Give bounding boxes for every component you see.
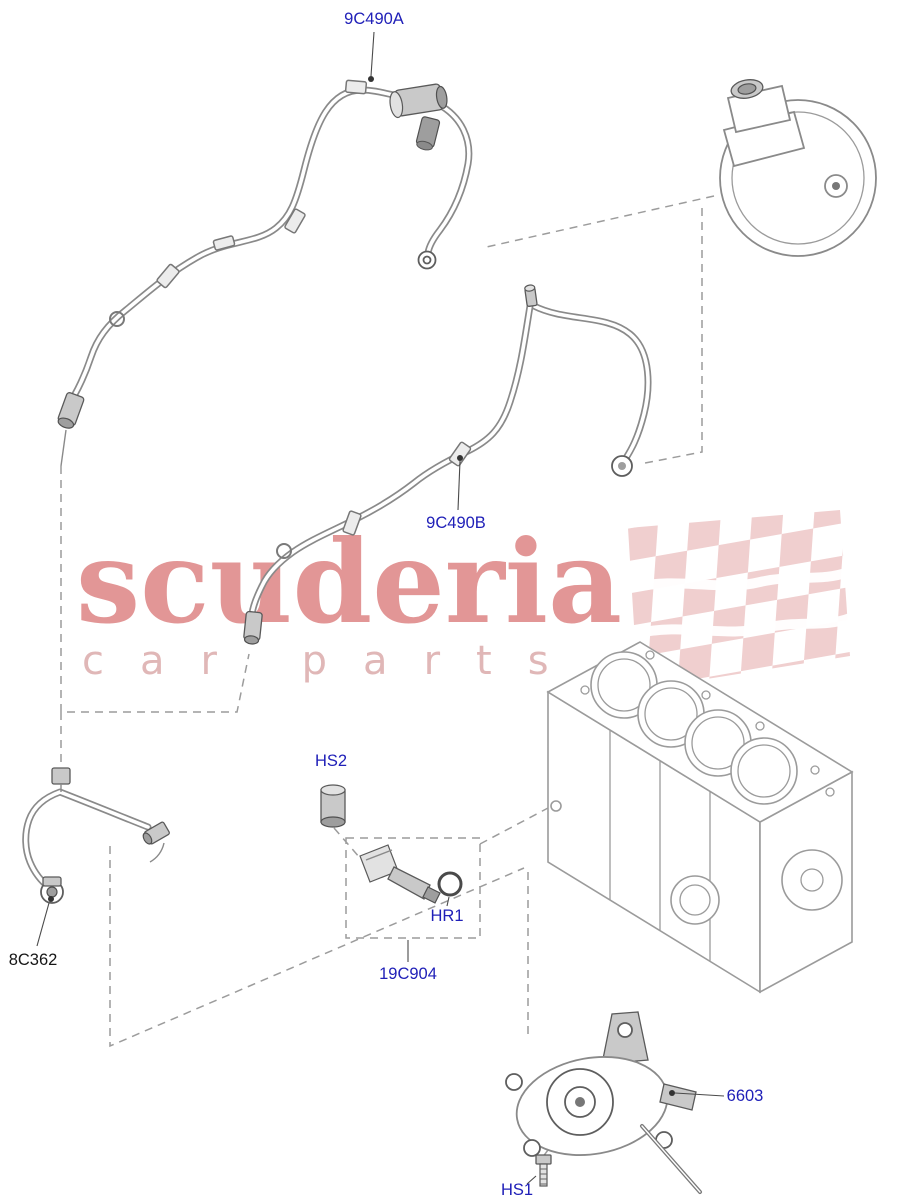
booster-inner-ring xyxy=(731,111,865,245)
pipe-a-lower-fitting xyxy=(57,392,85,429)
leader-6603 xyxy=(674,1092,725,1097)
dash-booster-to-pipe-a xyxy=(481,195,715,249)
watermark-brand-text: scuderia xyxy=(76,515,622,649)
leader-hs1 xyxy=(526,1175,537,1185)
cylinder-bore-4-inner xyxy=(737,744,791,798)
pipe-a-end-ring-hole xyxy=(422,255,432,265)
leader-8c362 xyxy=(36,902,50,947)
leader-9c490b xyxy=(457,460,461,511)
head-bolt-hole xyxy=(701,690,711,700)
pipe-clip xyxy=(156,263,180,289)
pipe-clip xyxy=(344,79,368,95)
hose-tail xyxy=(149,842,165,863)
assembly-dashed-lines xyxy=(60,195,715,1159)
leader-dot-9c490b xyxy=(457,455,463,461)
o-ring-hr1 xyxy=(437,871,463,897)
watermark-tagline-text: car parts xyxy=(82,638,585,684)
sensor-body-line xyxy=(365,849,393,861)
leader-dot-6603 xyxy=(669,1090,675,1096)
pump-flange-hole xyxy=(505,1073,523,1091)
pump-inlet-stub xyxy=(659,1083,697,1111)
dash-pipe-a-to-pipe-b xyxy=(60,466,250,713)
hs2-bolt xyxy=(320,784,346,828)
pump-drive-rod-highlight xyxy=(641,1125,701,1193)
valve-stub-connector xyxy=(415,116,441,151)
banjo-bolt-hole xyxy=(46,886,58,898)
cylinder-bore-4 xyxy=(730,737,798,805)
hs1-bolt-shank xyxy=(539,1163,548,1187)
pipe-clip xyxy=(212,235,236,251)
banjo-bolt-head xyxy=(42,876,62,887)
label-hr1[interactable]: HR1 xyxy=(430,907,463,925)
head-bolt-hole xyxy=(645,650,655,660)
brake-booster xyxy=(719,79,877,257)
dash-pump-to-hs1 xyxy=(541,1149,549,1159)
vacuum-pipe-9c490a xyxy=(57,79,469,467)
hook-clip xyxy=(109,311,125,327)
label-8c362: 8C362 xyxy=(9,951,58,969)
label-9c490b[interactable]: 9C490B xyxy=(426,514,486,532)
hook-clip xyxy=(276,543,292,559)
cylinder-bore-2-inner xyxy=(644,687,698,741)
kit-boundary-box xyxy=(345,837,481,939)
dash-hs2-to-sensor-box xyxy=(333,827,361,859)
dash-sensor-to-block-port xyxy=(479,807,549,845)
label-hs1[interactable]: HS1 xyxy=(501,1181,533,1199)
pump-flange-hole xyxy=(523,1139,541,1157)
flag-wave-gap-2 xyxy=(632,613,852,639)
mount-bolt-hole xyxy=(617,1022,633,1038)
watermark-checkered-flag xyxy=(628,510,850,690)
pipe-b-top-fitting xyxy=(524,284,538,307)
hs2-bolt-top xyxy=(320,784,346,796)
head-bolt-hole xyxy=(580,685,590,695)
head-bolt-hole xyxy=(825,787,835,797)
flag-wave-gap-1 xyxy=(628,567,850,593)
watermark: scuderia car parts xyxy=(76,510,852,690)
hs1-bolt-head xyxy=(535,1154,552,1165)
bell-housing-boss-inner xyxy=(800,868,824,892)
dash-booster-to-pipe-b xyxy=(639,208,703,465)
sensor-port xyxy=(550,800,562,812)
leader-9c490a xyxy=(370,31,375,77)
hose-end-fitting xyxy=(142,821,170,845)
hs1-bolt xyxy=(535,1154,552,1187)
reservoir-cap xyxy=(730,79,764,99)
vacuum-pipe-9c490b xyxy=(243,284,648,645)
label-9c490a[interactable]: 9C490A xyxy=(344,10,404,28)
label-19c904[interactable]: 19C904 xyxy=(379,965,437,983)
pipe-b-ball-fitting-center xyxy=(618,462,626,470)
sensor-shaft xyxy=(387,866,431,900)
head-bolt-hole xyxy=(810,765,820,775)
sensor-tip xyxy=(422,886,441,904)
pipe-clip xyxy=(448,441,472,467)
cylinder-bore-3-inner xyxy=(691,716,745,770)
pipe-b-lower-fitting xyxy=(243,610,263,645)
head-bolt-hole xyxy=(755,721,765,731)
part-labels: 9C490A 9C490B HS2 HR1 19C904 8C362 6603 … xyxy=(9,10,764,1199)
pipe-clip xyxy=(342,510,362,536)
water-pump-boss-inner xyxy=(679,884,711,916)
pump-rotor-center xyxy=(575,1097,585,1107)
vacuum-hose-8c362 xyxy=(26,767,170,904)
label-6603[interactable]: 6603 xyxy=(727,1087,764,1105)
leader-dot-8c362 xyxy=(48,896,54,902)
check-valve xyxy=(389,83,448,119)
hs2-bolt-bottom xyxy=(320,816,346,828)
booster-pushrod xyxy=(832,182,840,190)
engine-block xyxy=(546,641,854,994)
bell-housing-boss xyxy=(781,849,843,911)
cylinder-bore-1-inner xyxy=(597,658,651,712)
callout-leaders xyxy=(36,31,725,1185)
vacuum-pump-6603 xyxy=(505,1011,702,1194)
hose-bracket xyxy=(51,767,71,785)
leader-dot-9c490a xyxy=(368,76,374,82)
pipe-clip xyxy=(284,208,306,234)
sensor-kit-19c904 xyxy=(345,837,481,939)
pipe-a-tail-line xyxy=(60,429,67,467)
leader-hr1 xyxy=(446,896,450,907)
water-pump-boss xyxy=(670,875,720,925)
label-hs2[interactable]: HS2 xyxy=(315,752,347,770)
dash-lower-pipe-to-block xyxy=(109,846,525,1048)
